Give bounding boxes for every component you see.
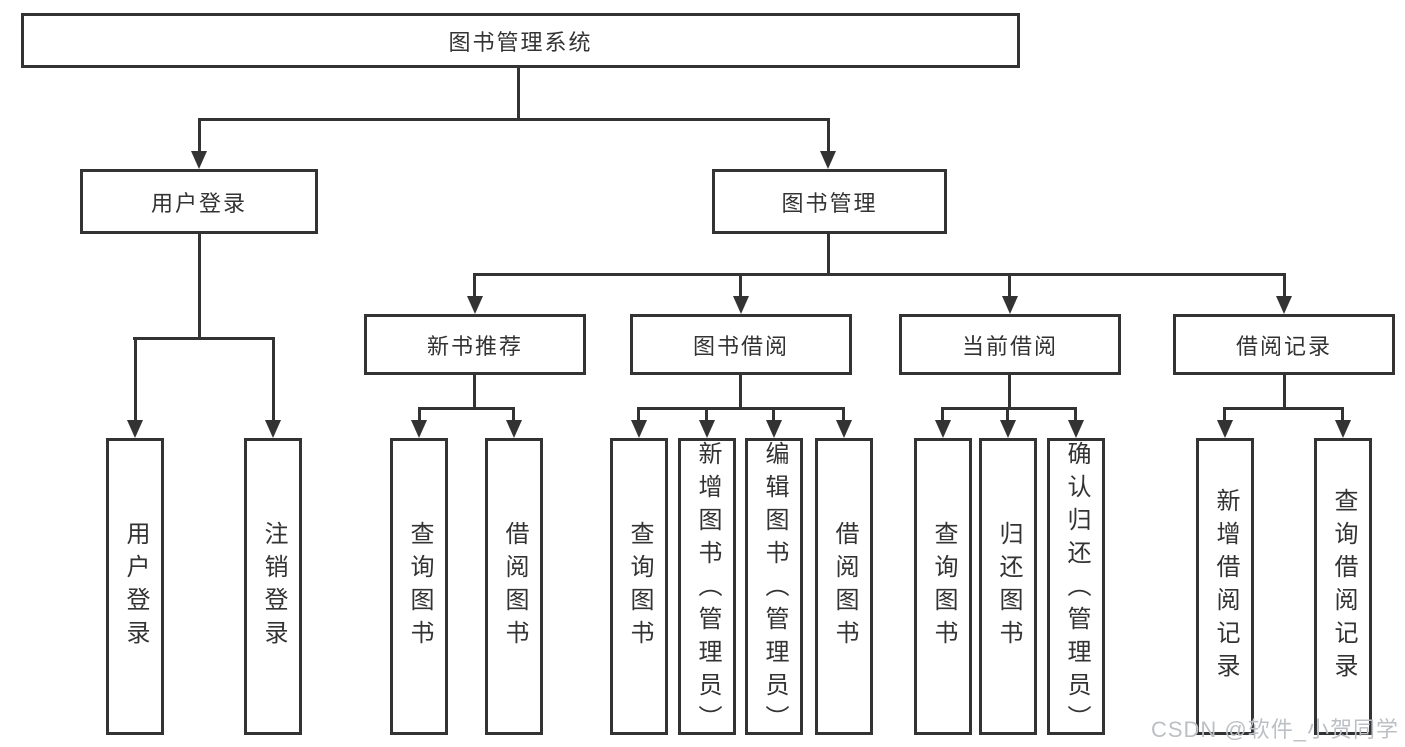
- leaf-confirm-return-admin: 确认归还（管理员）: [1047, 438, 1105, 738]
- node-new-book-recommend: 新书推荐: [364, 314, 586, 375]
- leaf-edit-book-admin: 编辑图书（管理员）: [745, 438, 803, 738]
- leaf-query-borrow-record: 查询借阅记录: [1314, 438, 1372, 735]
- leaf-query-books-recommend-label: 查询图书: [406, 520, 433, 653]
- connector-borrow-records-shaft: [1283, 273, 1286, 298]
- connector-new-book-shaft: [473, 273, 476, 298]
- arrow-to-leaf-query-record: [1335, 420, 1351, 438]
- node-book-borrow: 图书借阅: [630, 314, 852, 375]
- csdn-watermark: CSDN @软件_小贺同学: [1150, 717, 1399, 742]
- connector-current-borrow-branch-line: [941, 407, 1077, 410]
- connector-book-borrow-shaft: [739, 273, 742, 298]
- leaf-borrow-books-recommend: 借阅图书: [485, 438, 543, 735]
- leaf-edit-book-admin-label: 编辑图书（管理员）: [761, 441, 788, 738]
- connector-leaf-query-record-shaft: [1341, 407, 1344, 424]
- connector-user-login-stem: [198, 234, 201, 337]
- connector-user-login-shaft: [198, 118, 201, 154]
- leaf-query-books-current: 查询图书: [914, 438, 972, 735]
- connector-book-borrow-branch-line: [637, 407, 845, 410]
- leaf-borrow-books-2: 借阅图书: [815, 438, 873, 735]
- connector-book-mgmt-shaft: [827, 118, 830, 154]
- leaf-query-borrow-record-label: 查询借阅记录: [1330, 487, 1357, 686]
- connector-root-branch-line: [198, 118, 830, 121]
- node-book-management: 图书管理: [712, 169, 947, 234]
- node-borrow-records: 借阅记录: [1173, 314, 1395, 375]
- connector-borrow-records-branch-line: [1223, 407, 1343, 410]
- connector-current-borrow-shaft: [1008, 273, 1011, 298]
- leaf-add-book-admin-label: 新增图书（管理员）: [694, 441, 721, 738]
- leaf-query-books-current-label: 查询图书: [930, 520, 957, 653]
- connector-current-borrow-stem: [1008, 375, 1011, 407]
- connector-new-book-branch-line: [418, 407, 515, 410]
- leaf-query-books-borrow: 查询图书: [610, 438, 668, 735]
- leaf-logout-label: 注销登录: [260, 520, 287, 653]
- arrow-to-current-borrow: [1002, 296, 1018, 314]
- node-root: 图书管理系统: [21, 13, 1020, 68]
- arrow-to-leaf-user-login: [127, 420, 143, 438]
- leaf-query-books-recommend: 查询图书: [390, 438, 448, 735]
- connector-leaf-add-book-shaft: [705, 407, 708, 424]
- connector-leaf-query1-shaft: [418, 407, 421, 424]
- arrow-to-new-book-recommend: [467, 296, 483, 314]
- connector-leaf-user-login-shaft: [134, 337, 137, 424]
- leaf-borrow-books-2-label: 借阅图书: [831, 520, 858, 653]
- arrow-to-leaf-query1: [411, 420, 427, 438]
- leaf-user-login-label: 用户登录: [122, 520, 149, 653]
- leaf-borrow-books-recommend-label: 借阅图书: [501, 520, 528, 653]
- connector-leaf-confirm-return-shaft: [1074, 407, 1077, 424]
- leaf-add-borrow-record: 新增借阅记录: [1196, 438, 1254, 735]
- arrow-to-user-login: [191, 151, 207, 169]
- connector-leaf-query2-shaft: [637, 407, 640, 424]
- leaf-return-books: 归还图书: [979, 438, 1037, 735]
- arrow-to-leaf-return: [1000, 420, 1016, 438]
- connector-book-mgmt-branch-line: [473, 273, 1285, 276]
- connector-borrow-records-stem: [1283, 375, 1286, 407]
- connector-leaf-query3-shaft: [941, 407, 944, 424]
- leaf-add-book-admin: 新增图书（管理员）: [678, 438, 736, 738]
- connector-leaf-borrow2-shaft: [842, 407, 845, 424]
- node-current-borrow: 当前借阅: [899, 314, 1121, 375]
- leaf-logout: 注销登录: [244, 438, 302, 735]
- connector-new-book-stem: [473, 375, 476, 407]
- connector-root-stem: [517, 68, 520, 118]
- arrow-to-leaf-logout: [265, 420, 281, 438]
- arrow-to-leaf-edit-book: [766, 420, 782, 438]
- arrow-to-leaf-borrow2: [836, 420, 852, 438]
- arrow-to-leaf-query2: [631, 420, 647, 438]
- arrow-to-leaf-add-book: [699, 420, 715, 438]
- leaf-confirm-return-admin-label: 确认归还（管理员）: [1063, 441, 1090, 738]
- connector-book-mgmt-stem: [827, 234, 830, 273]
- node-user-login: 用户登录: [80, 169, 318, 234]
- arrow-to-leaf-borrow1: [506, 420, 522, 438]
- leaf-return-books-label: 归还图书: [995, 520, 1022, 653]
- leaf-add-borrow-record-label: 新增借阅记录: [1212, 487, 1239, 686]
- connector-leaf-logout-shaft: [272, 337, 275, 424]
- arrow-to-book-borrow: [733, 296, 749, 314]
- leaf-user-login: 用户登录: [106, 438, 164, 735]
- arrow-to-borrow-records: [1276, 296, 1292, 314]
- connector-book-borrow-stem: [739, 375, 742, 407]
- arrow-to-leaf-query3: [935, 420, 951, 438]
- connector-leaf-edit-book-shaft: [772, 407, 775, 424]
- leaf-query-books-borrow-label: 查询图书: [626, 520, 653, 653]
- connector-leaf-add-record-shaft: [1223, 407, 1226, 424]
- connector-leaf-borrow1-shaft: [512, 407, 515, 424]
- arrow-to-leaf-confirm-return: [1068, 420, 1084, 438]
- arrow-to-book-management: [820, 151, 836, 169]
- connector-user-login-branch-line: [133, 337, 274, 340]
- connector-leaf-return-shaft: [1006, 407, 1009, 424]
- arrow-to-leaf-add-record: [1217, 420, 1233, 438]
